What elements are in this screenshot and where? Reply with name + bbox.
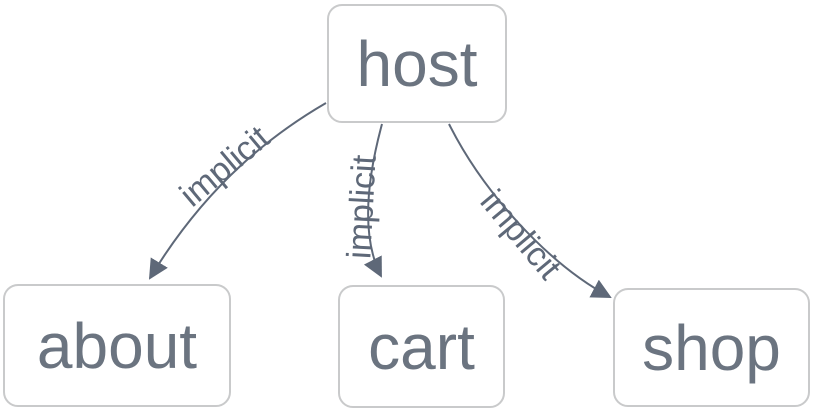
edge-label-host-cart: implicit (340, 153, 383, 259)
node-shop-label: shop (642, 311, 781, 384)
node-cart-label: cart (368, 310, 475, 383)
edge-label-host-about: implicit (173, 118, 277, 214)
node-about-label: about (36, 309, 198, 382)
edge-host-shop (448, 123, 612, 298)
edge-label-host-shop: implicit (473, 183, 569, 287)
node-host[interactable]: host (327, 4, 507, 123)
node-cart[interactable]: cart (338, 285, 505, 408)
edge-host-about (148, 102, 327, 280)
node-shop[interactable]: shop (613, 288, 810, 407)
node-host-label: host (356, 27, 478, 100)
edge-host-cart (363, 123, 383, 278)
node-about[interactable]: about (3, 284, 231, 407)
